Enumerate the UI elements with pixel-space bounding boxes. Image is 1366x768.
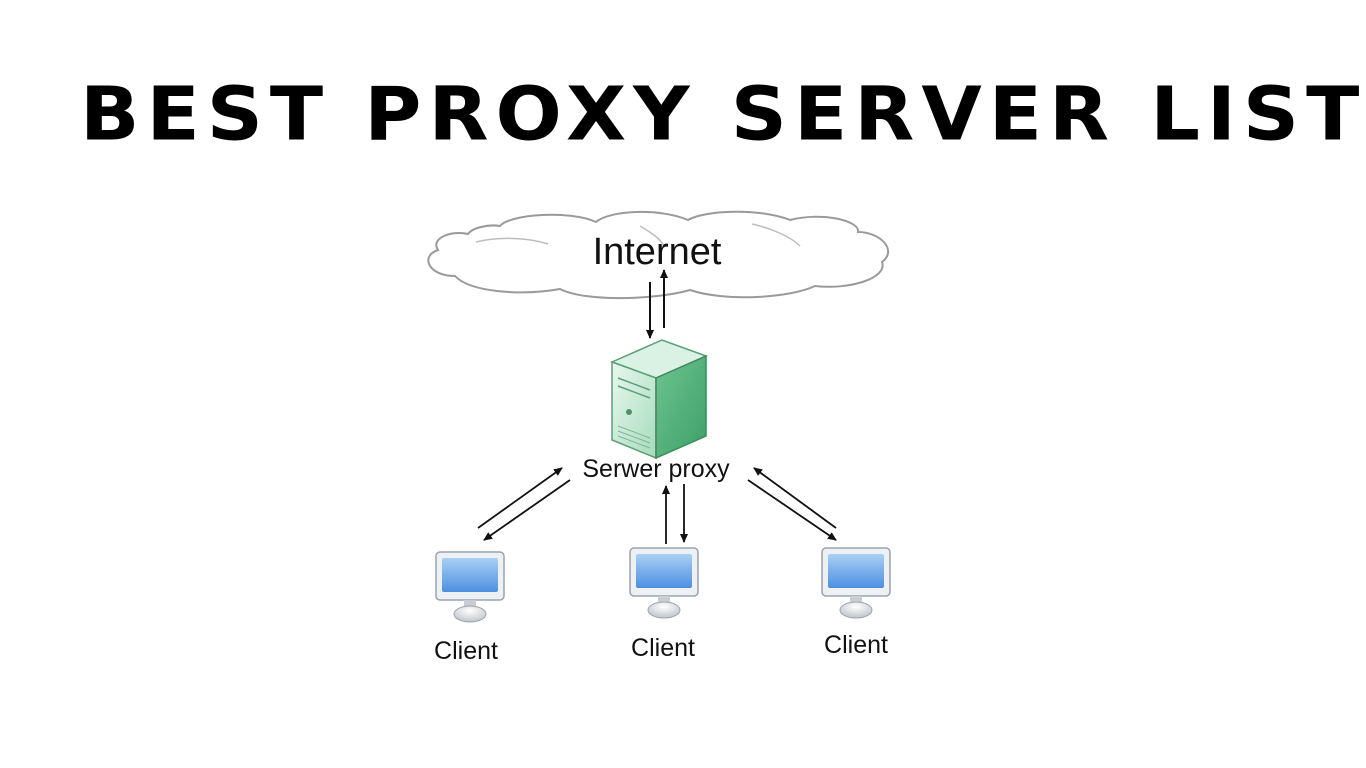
client-label: Client [434,637,498,665]
desktop-computer-icon [629,547,699,619]
proxy-server: Serwer proxy [582,339,730,483]
client-3: Client [821,547,891,659]
cloud-icon [427,210,889,300]
arrow-to-client-1 [483,479,571,541]
server-tower-icon [609,339,709,460]
client-2: Client [629,547,699,662]
arrow-from-client-3 [753,467,837,529]
client-label: Client [631,634,695,662]
internet-cloud: Internet [427,210,889,300]
internet-label: Internet [593,231,722,273]
internet-proxy-arrows [646,269,668,339]
client-1: Client [434,551,505,665]
desktop-computer-icon [821,547,891,619]
arrow-to-client-3 [747,479,837,541]
desktop-computer-icon [435,551,505,623]
proxy-label: Serwer proxy [582,455,730,483]
client-label: Client [824,631,888,659]
page-title: BEST PROXY SERVER LIST [80,72,1366,158]
proxy-client-arrows [477,467,837,544]
arrow-from-client-1 [477,467,563,529]
